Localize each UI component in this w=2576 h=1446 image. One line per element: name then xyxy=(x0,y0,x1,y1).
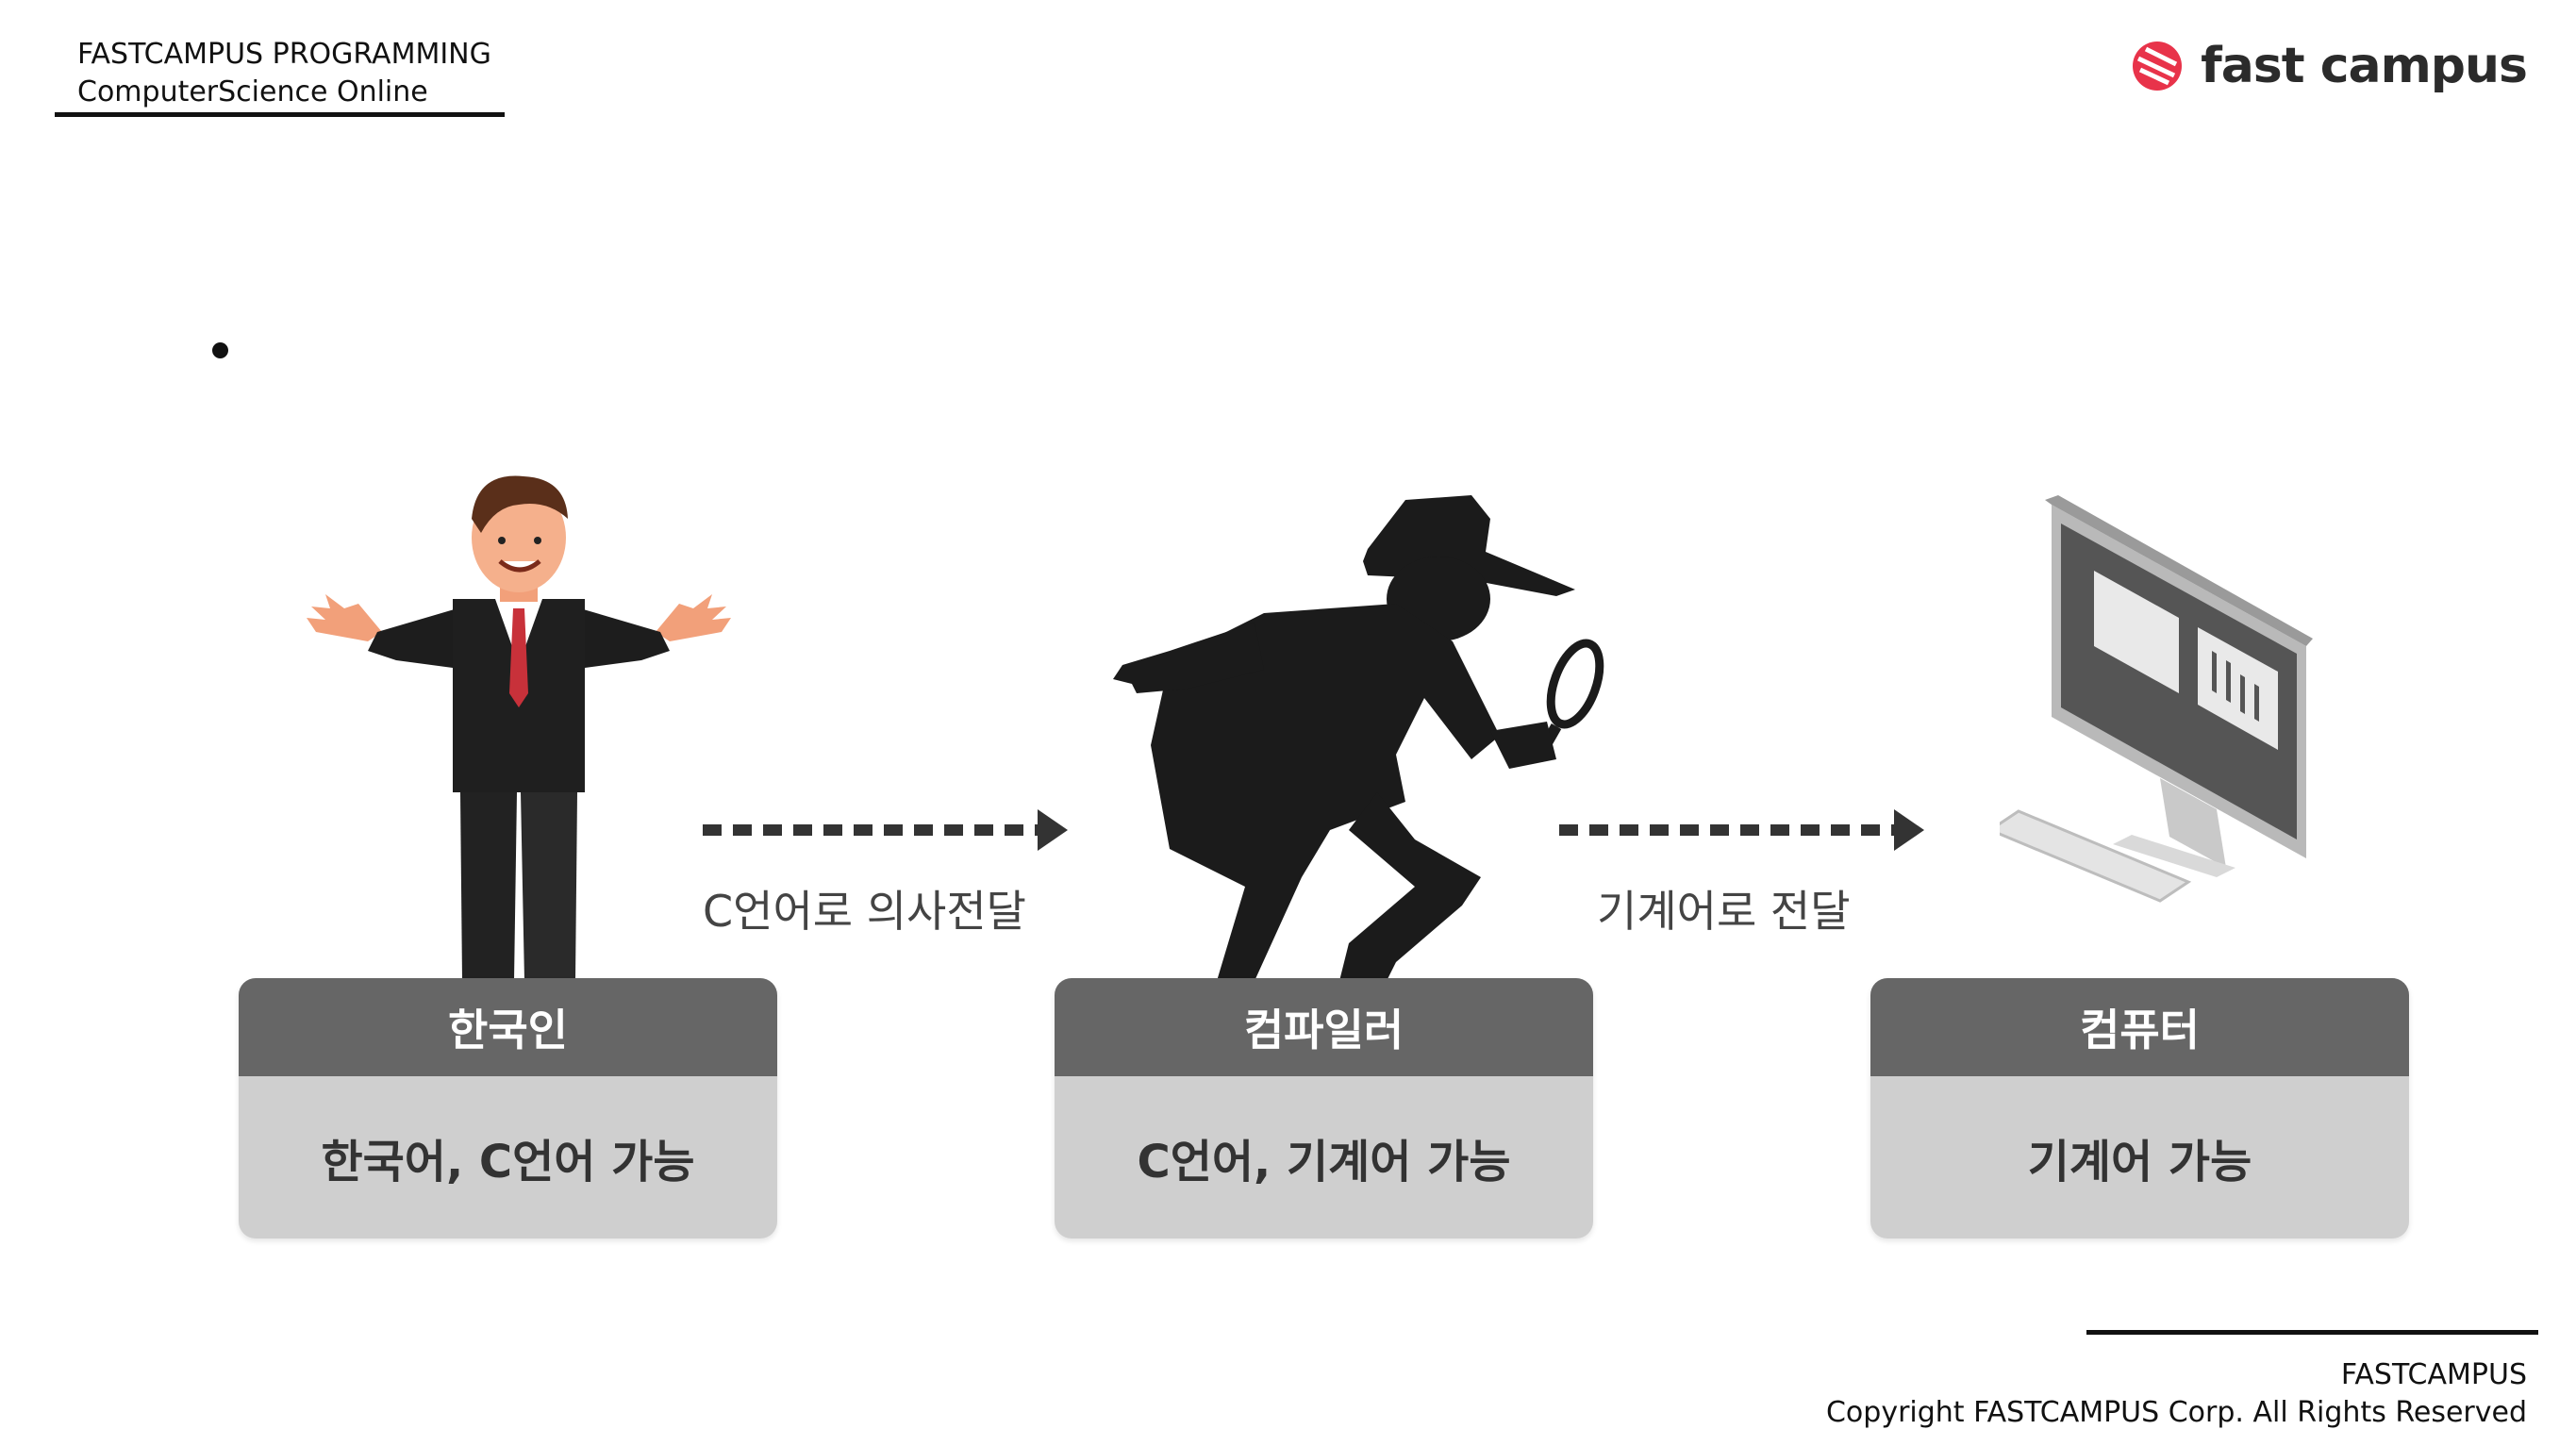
arrow-label-machine-code: 기계어로 전달 xyxy=(1597,886,1851,937)
card-computer: 컴퓨터 기계어 가능 xyxy=(1870,978,2409,1238)
course-header: FASTCAMPUS PROGRAMMING ComputerScience O… xyxy=(77,36,491,111)
header-underline xyxy=(55,112,505,117)
detective-silhouette xyxy=(1113,495,1604,981)
header-subtitle: ComputerScience Online xyxy=(77,75,428,108)
desktop-computer-illustration xyxy=(2000,495,2313,903)
header-title: FASTCAMPUS PROGRAMMING xyxy=(77,38,491,71)
businessman-illustration xyxy=(307,475,731,981)
footer-copyright: Copyright FASTCAMPUS Corp. All Rights Re… xyxy=(1825,1396,2527,1429)
fastcampus-logo: fast campus xyxy=(2131,38,2528,94)
card-description: 기계어 가능 xyxy=(2027,1136,2252,1188)
card-title: 컴퓨터 xyxy=(1870,978,2409,1076)
card-description: C언어, 기계어 가능 xyxy=(1137,1136,1511,1188)
footer-line xyxy=(2086,1330,2538,1335)
card-korean: 한국인 한국어, C언어 가능 xyxy=(239,978,777,1238)
bullet-point xyxy=(212,342,228,358)
logo-text: fast campus xyxy=(2201,38,2528,94)
card-compiler: 컴파일러 C언어, 기계어 가능 xyxy=(1055,978,1593,1238)
footer-company: FASTCAMPUS xyxy=(2340,1358,2527,1391)
footer: FASTCAMPUS Copyright FASTCAMPUS Corp. Al… xyxy=(1826,1356,2527,1432)
card-description: 한국어, C언어 가능 xyxy=(321,1136,695,1188)
card-title: 한국인 xyxy=(239,978,777,1076)
card-title: 컴파일러 xyxy=(1055,978,1593,1076)
fastcampus-logo-icon xyxy=(2133,42,2183,91)
arrow-to-compiler xyxy=(703,809,1068,851)
arrow-to-computer xyxy=(1559,809,1924,851)
arrow-label-c-language: C언어로 의사전달 xyxy=(703,886,1026,937)
